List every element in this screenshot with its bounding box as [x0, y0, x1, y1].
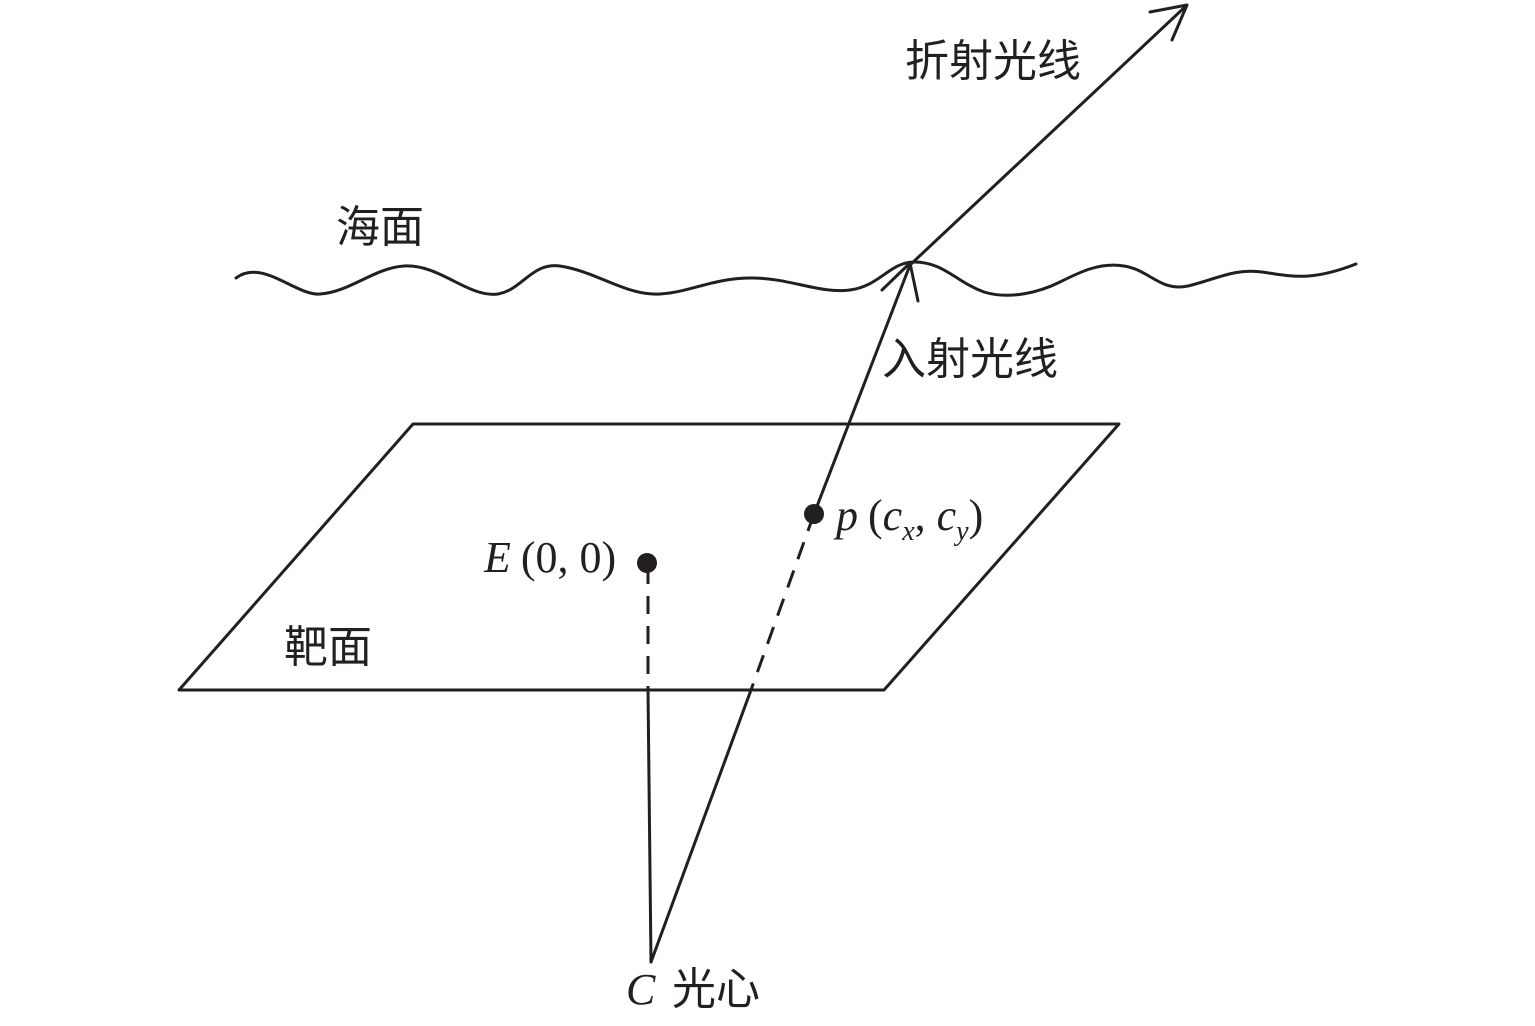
point-p-cx: c — [883, 491, 903, 540]
incident-ray-lower — [649, 688, 753, 964]
target-plane — [177, 422, 1121, 692]
point-p-cy-subscript: y — [953, 516, 969, 547]
point-p-cx-subscript: x — [901, 516, 915, 547]
point-p-label: p(cx, cy) — [833, 491, 983, 547]
refracted-ray-line — [908, 4, 1188, 267]
refracted-ray-arrowhead — [1148, 3, 1189, 42]
point-e-label: E(0, 0) — [483, 533, 616, 582]
sea-surface-wave — [234, 260, 1358, 297]
incident-ray-arrowhead — [880, 261, 920, 303]
point-p-separator: , — [915, 491, 937, 540]
target-plane-label: 靶面 — [284, 622, 372, 673]
incident-ray-label: 入射光线 — [882, 334, 1058, 385]
point-p-close-paren: ) — [969, 491, 984, 540]
point-e-letter: E — [483, 533, 511, 582]
point-e-dot — [637, 553, 657, 573]
point-p-letter: p — [833, 491, 858, 540]
optical-axis-line — [646, 688, 653, 964]
point-e-coords: (0, 0) — [521, 533, 616, 582]
point-p-open-paren: ( — [868, 491, 883, 540]
point-c-label: C — [626, 965, 656, 1014]
incident-ray-upper — [812, 263, 912, 516]
optical-center-label: 光心 — [672, 964, 760, 1015]
incident-ray-hidden — [749, 513, 816, 691]
refracted-ray-label: 折射光线 — [905, 36, 1081, 87]
point-p-cy: c — [937, 491, 957, 540]
point-p-dot — [804, 504, 824, 524]
sea-surface-label: 海面 — [336, 202, 424, 253]
